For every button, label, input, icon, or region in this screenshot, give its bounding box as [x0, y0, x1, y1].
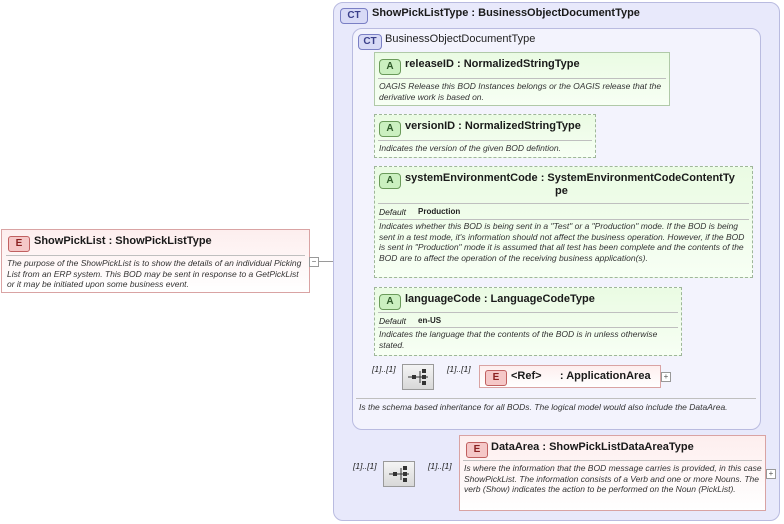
- attribute-title: releaseID : NormalizedStringType: [405, 58, 580, 70]
- divider: [378, 312, 678, 313]
- default-label: Default: [379, 207, 406, 217]
- data-area-title: DataArea : ShowPickListDataAreaType: [491, 441, 694, 453]
- divider: [6, 255, 305, 256]
- cardinality-label: [1]..[1]: [428, 461, 452, 471]
- attribute-title: languageCode : LanguageCodeType: [405, 293, 595, 305]
- divider: [378, 78, 666, 79]
- element-badge: E: [466, 442, 488, 458]
- sequence-icon[interactable]: [383, 461, 415, 487]
- base-type-badge: CT: [358, 34, 382, 50]
- data-area-description: Is where the information that the BOD me…: [464, 463, 762, 494]
- divider: [378, 219, 749, 220]
- divider: [378, 327, 678, 328]
- attribute-title: systemEnvironmentCode : SystemEnvironmen…: [405, 172, 735, 184]
- element-badge: E: [8, 236, 30, 252]
- root-element-box[interactable]: E ShowPickList : ShowPickListType The pu…: [1, 229, 310, 293]
- ref-title: <Ref> : ApplicationArea: [511, 370, 651, 382]
- attribute-title: versionID : NormalizedStringType: [405, 120, 581, 132]
- expand-icon[interactable]: +: [766, 469, 776, 479]
- root-collapse-icon[interactable]: −: [309, 257, 319, 267]
- attribute-badge: A: [379, 59, 401, 75]
- attribute-description: Indicates the language that the contents…: [379, 329, 658, 350]
- cardinality-label: [1]..[1]: [447, 364, 471, 374]
- complex-type-badge: CT: [340, 8, 368, 24]
- default-label: Default: [379, 316, 406, 326]
- sequence-icon[interactable]: [402, 364, 434, 390]
- divider: [356, 398, 756, 399]
- attribute-versionID[interactable]: A versionID : NormalizedStringType Indic…: [374, 114, 596, 158]
- attribute-badge: A: [379, 173, 401, 189]
- attribute-description: OAGIS Release this BOD Instances belongs…: [379, 81, 662, 102]
- cardinality-label: [1]..[1]: [353, 461, 377, 471]
- default-value: Production: [418, 207, 461, 216]
- sequence-symbol: [389, 466, 409, 482]
- attribute-releaseID[interactable]: A releaseID : NormalizedStringType OAGIS…: [374, 52, 670, 106]
- divider: [378, 203, 749, 204]
- divider: [463, 460, 762, 461]
- application-area-ref[interactable]: E <Ref> : ApplicationArea: [479, 365, 661, 388]
- attribute-description: Indicates whether this BOD is being sent…: [379, 221, 745, 263]
- attribute-title-wrap: pe: [555, 185, 568, 197]
- expand-icon[interactable]: +: [661, 372, 671, 382]
- complex-type-title: ShowPickListType : BusinessObjectDocumen…: [372, 7, 640, 19]
- root-element-description: The purpose of the ShowPickList is to sh…: [7, 258, 302, 289]
- attribute-description: Indicates the version of the given BOD d…: [379, 143, 561, 153]
- base-type-title: BusinessObjectDocumentType: [385, 33, 536, 45]
- attribute-languageCode[interactable]: A languageCode : LanguageCodeType Defaul…: [374, 287, 682, 356]
- cardinality-label: [1]..[1]: [372, 364, 396, 374]
- root-connector: [318, 261, 344, 262]
- base-type-description: Is the schema based inheritance for all …: [359, 402, 728, 412]
- root-element-title: ShowPickList : ShowPickListType: [34, 235, 212, 247]
- element-badge: E: [485, 370, 507, 386]
- default-value: en-US: [418, 316, 442, 325]
- attribute-systemEnvironmentCode[interactable]: A systemEnvironmentCode : SystemEnvironm…: [374, 166, 753, 278]
- divider: [378, 140, 592, 141]
- attribute-badge: A: [379, 294, 401, 310]
- data-area-element[interactable]: E DataArea : ShowPickListDataAreaType Is…: [459, 435, 766, 511]
- attribute-badge: A: [379, 121, 401, 137]
- sequence-symbol: [408, 369, 428, 385]
